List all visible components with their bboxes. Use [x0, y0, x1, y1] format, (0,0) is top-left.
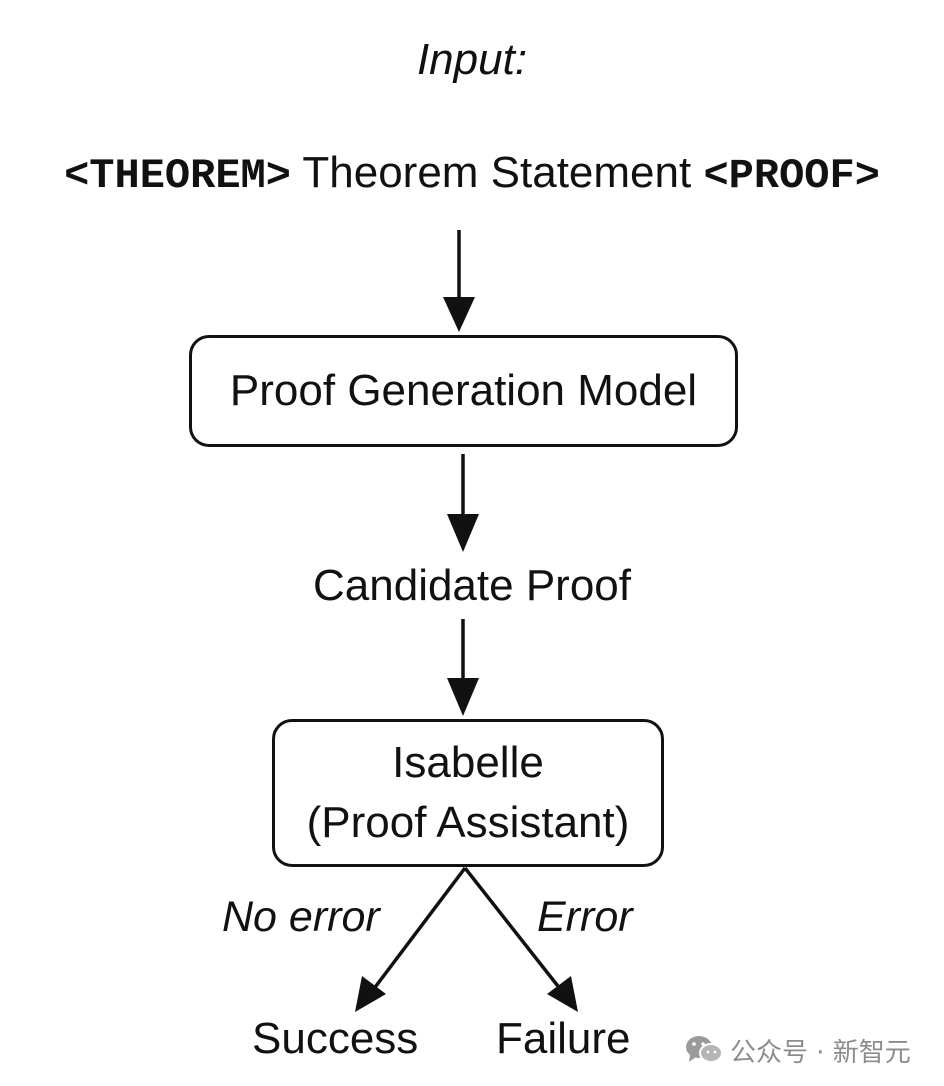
- candidate-proof-label: Candidate Proof: [313, 561, 631, 610]
- failure-label: Failure: [496, 1014, 631, 1063]
- arrow-no-error-to-success: [355, 866, 467, 1012]
- isabelle-box: Isabelle (Proof Assistant): [272, 719, 664, 867]
- theorem-token: <THEOREM>: [64, 152, 291, 200]
- arrow-model-to-candidate: [447, 454, 479, 552]
- success-label: Success: [252, 1014, 419, 1063]
- isabelle-label: Isabelle: [392, 738, 544, 787]
- proof-generation-model-label: Proof Generation Model: [229, 366, 698, 415]
- proof-assistant-label: (Proof Assistant): [306, 798, 630, 847]
- input-label: Input:: [416, 35, 528, 84]
- arrow-input-to-model: [443, 230, 475, 332]
- arrow-error-to-failure: [463, 866, 578, 1012]
- theorem-statement: Theorem Statement: [302, 148, 692, 197]
- arrow-candidate-to-isabelle: [447, 619, 479, 716]
- error-label: Error: [537, 893, 633, 941]
- watermark: 公众号 · 新智元: [684, 1030, 911, 1070]
- wechat-icon: [686, 1036, 723, 1063]
- theorem-input-line: <THEOREM> Theorem Statement <PROOF>: [0, 143, 944, 206]
- watermark-text: 公众号 · 新智元: [730, 1037, 911, 1068]
- proof-generation-model-box: Proof Generation Model: [189, 335, 738, 447]
- proof-token: <PROOF>: [703, 152, 880, 200]
- no-error-label: No error: [222, 893, 380, 941]
